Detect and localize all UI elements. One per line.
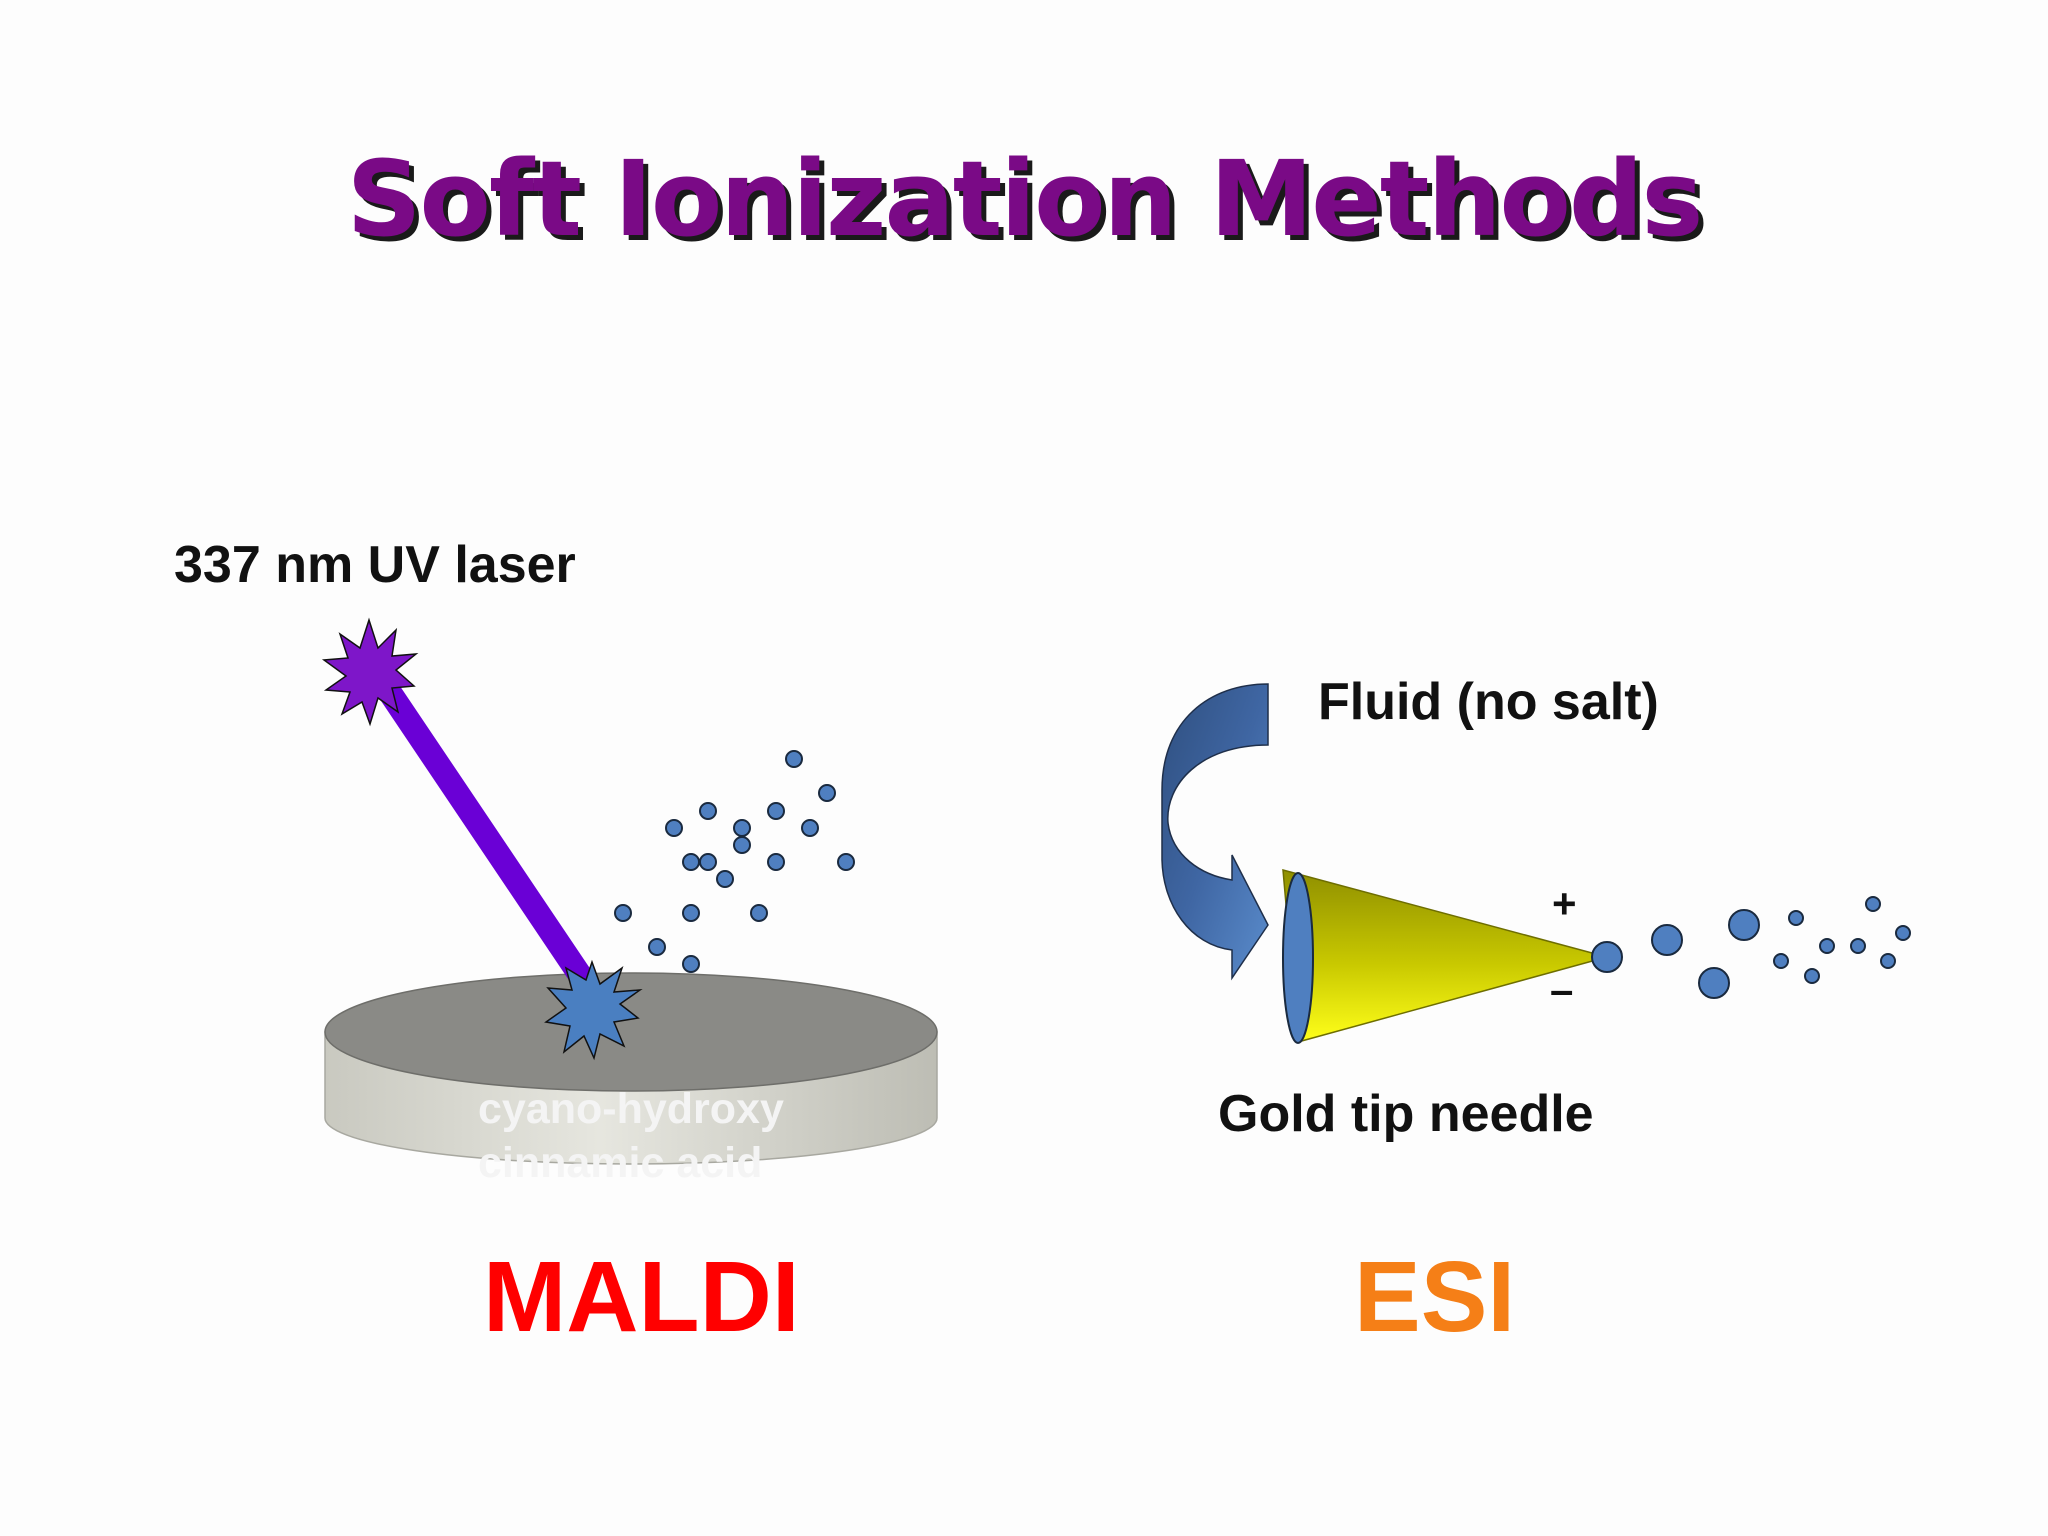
fluid-label: Fluid (no salt) (1318, 673, 1659, 731)
needle-label: Gold tip needle (1218, 1085, 1594, 1143)
sample-plate (324, 972, 938, 1165)
fluid-flow-arrow (1161, 683, 1269, 981)
maldi-ion-cloud (614, 750, 855, 973)
esi-droplet-plume (1591, 896, 1911, 999)
minus-sign: – (1550, 966, 1574, 1013)
esi-heading: ESI (1354, 1241, 1516, 1353)
plate-label-line1: cyano-hydroxy (478, 1085, 784, 1133)
laser-label: 337 nm UV laser (174, 536, 576, 594)
gold-tip-needle (1282, 868, 1610, 1044)
impact-starburst (544, 959, 643, 1061)
slide-title: Soft Ionization Methods (346, 138, 1704, 260)
plus-sign: + (1552, 880, 1577, 927)
maldi-heading: MALDI (483, 1241, 800, 1353)
laser-source-starburst (321, 617, 419, 727)
laser-beam (366, 665, 600, 997)
plate-label-line2: cinnamic acid (478, 1139, 763, 1187)
